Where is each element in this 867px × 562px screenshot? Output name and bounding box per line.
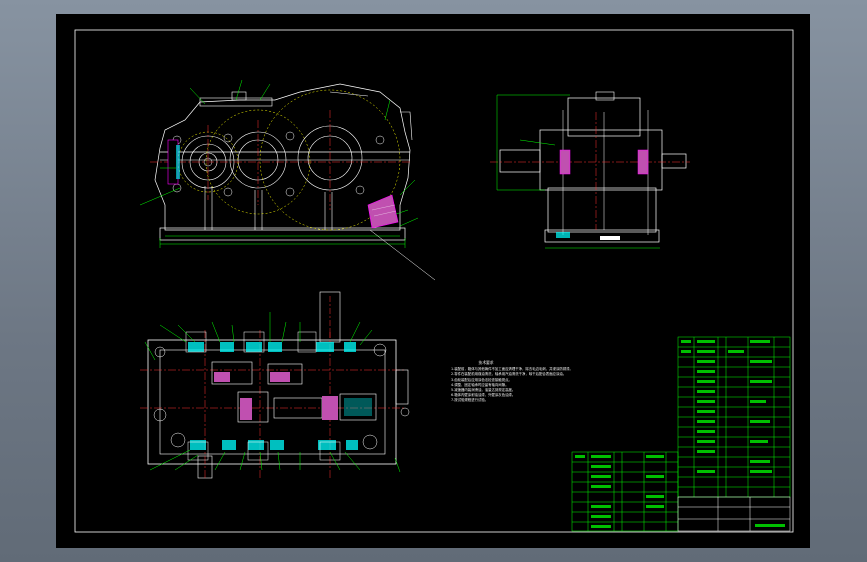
parts-list-text-marks (575, 340, 785, 528)
note-line: 4.调整、固定轴承时应留有轴向间隙。 (451, 382, 509, 387)
notes-title: 技术要求 (478, 360, 494, 365)
front-view (139, 79, 436, 281)
note-line: 7.按试验规程进行试验。 (451, 398, 489, 403)
technical-requirements: 技术要求 1.装配前，箱体与其他铸件不加工面应清理干净，除去毛边毛刺，并浸涂防锈… (451, 360, 611, 404)
drawing-sheet[interactable] (56, 14, 810, 548)
note-line: 2.零件在装配前用煤油清洗，轴承用汽油清洗干净，晾干后配合表面应涂油。 (451, 372, 567, 377)
note-line: 3.齿轮装配后应用涂色法检查接触斑点。 (451, 377, 512, 382)
parts-list (571, 336, 791, 532)
drawing-border (74, 29, 794, 533)
note-line: 6.箱体内壁涂耐油油漆，外壁涂灰色油漆。 (451, 393, 516, 398)
note-line: 5.减速器内装润滑油，油量达到规定高度。 (451, 388, 516, 393)
side-view (490, 91, 690, 249)
plan-view (140, 291, 410, 480)
note-line: 1.装配前，箱体与其他铸件不加工面应清理干净，除去毛边毛刺，并浸涂防锈漆。 (451, 367, 573, 372)
